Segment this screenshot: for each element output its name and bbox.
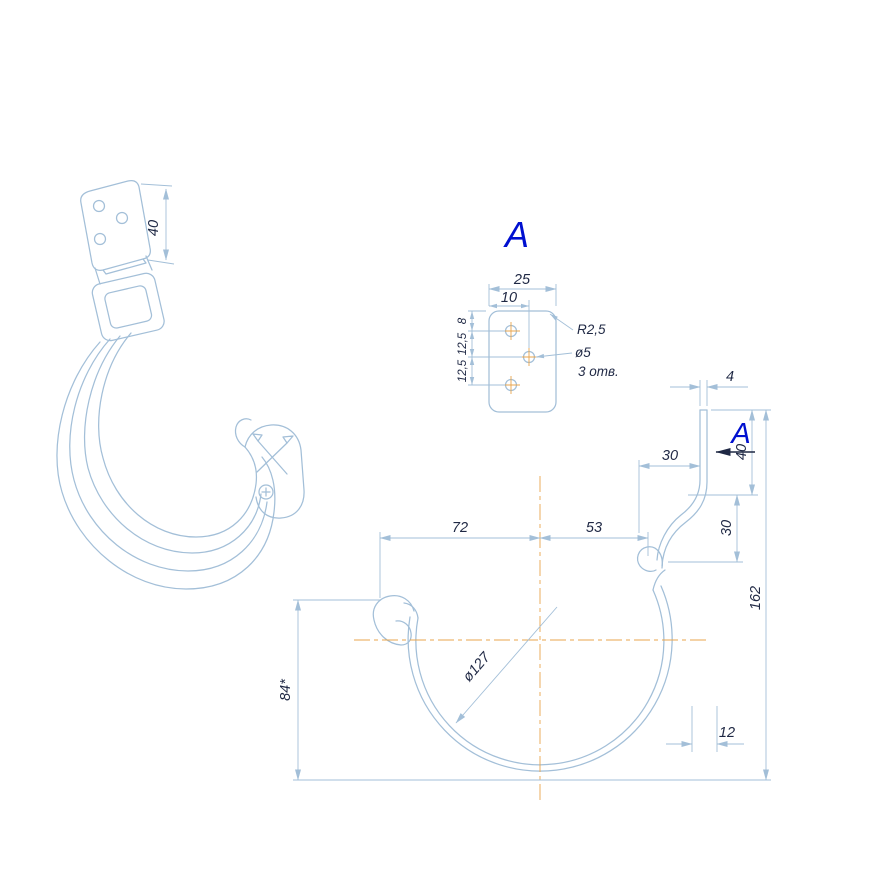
iso-mounting-plate [80, 180, 151, 271]
dim-text: 72 [452, 520, 468, 536]
dim-text: 30 [662, 448, 678, 464]
detail-view-a: A 25 10 8 12,5 12,5 R2,5 [457, 214, 619, 413]
hole-dia-note: ø5 [575, 345, 591, 360]
bracket-plate-outer [661, 409, 708, 567]
dim-text: 25 [513, 272, 531, 288]
iso-end-clip [244, 424, 305, 519]
dim-text: 12,5 [457, 332, 469, 355]
dim-text: 162 [748, 586, 764, 610]
detail-plate [488, 310, 557, 413]
iso-end-clip-curl [234, 418, 252, 448]
radius-note: R2,5 [577, 322, 606, 337]
emblem-circle-mark [261, 487, 271, 497]
view-direction: A [715, 418, 755, 456]
rear-hook-curl [637, 546, 663, 572]
ext-line [688, 409, 771, 496]
ext-line [699, 380, 708, 406]
profile-view: 4 30 40 30 162 12 72 [278, 369, 771, 802]
leader-line [535, 352, 573, 359]
ext-line [468, 310, 522, 386]
emblem-flags [252, 433, 294, 444]
iso-hook-rib [83, 335, 262, 554]
ext-line [140, 183, 175, 265]
ext-line [691, 706, 718, 752]
iso-hook-outer-edge [56, 341, 276, 590]
leader-line [549, 313, 574, 331]
hole-count-note: 3 отв. [578, 364, 619, 379]
iso-plate-edge [102, 258, 147, 275]
emblem-cross [256, 440, 288, 475]
front-bead-inner [403, 602, 419, 619]
iso-fold-line [94, 255, 153, 285]
emblem-circle [258, 484, 274, 500]
iso-hook-rib [69, 338, 268, 572]
dim-text: 10 [501, 290, 517, 306]
detail-view-label: A [503, 214, 529, 255]
iso-hole [115, 211, 129, 225]
iso-view [56, 180, 305, 590]
dim-text: 40 [146, 220, 162, 236]
dim-text: 12,5 [457, 359, 469, 382]
dim-text: 30 [719, 520, 735, 536]
brand-emblem [252, 433, 294, 500]
iso-hook-inner-edge [98, 332, 258, 538]
dim-text: 53 [586, 520, 602, 536]
dim-text: 12 [719, 725, 735, 741]
ext-line [379, 532, 649, 598]
front-bead-curl [372, 594, 415, 646]
rear-rim-line [652, 569, 666, 591]
gutter-inner-profile [415, 589, 665, 766]
gutter-outer-profile [407, 585, 673, 772]
leader-line [455, 606, 558, 724]
bracket-plate-inner [656, 409, 701, 561]
dim-text: 84* [278, 678, 294, 701]
ext-line [488, 284, 557, 348]
diameter-text: ø127 [460, 649, 494, 685]
dim-text: 4 [726, 369, 734, 385]
hole-centerline [520, 348, 538, 366]
iso-hole [92, 199, 106, 213]
iso-buckle-slot [104, 285, 153, 329]
iso-dim-40: 40 [140, 183, 175, 265]
iso-hole [93, 232, 107, 246]
iso-buckle [91, 272, 165, 342]
iso-buckle-outer [91, 272, 165, 342]
view-direction-label: A [729, 418, 750, 450]
dim-text: 8 [457, 317, 469, 324]
